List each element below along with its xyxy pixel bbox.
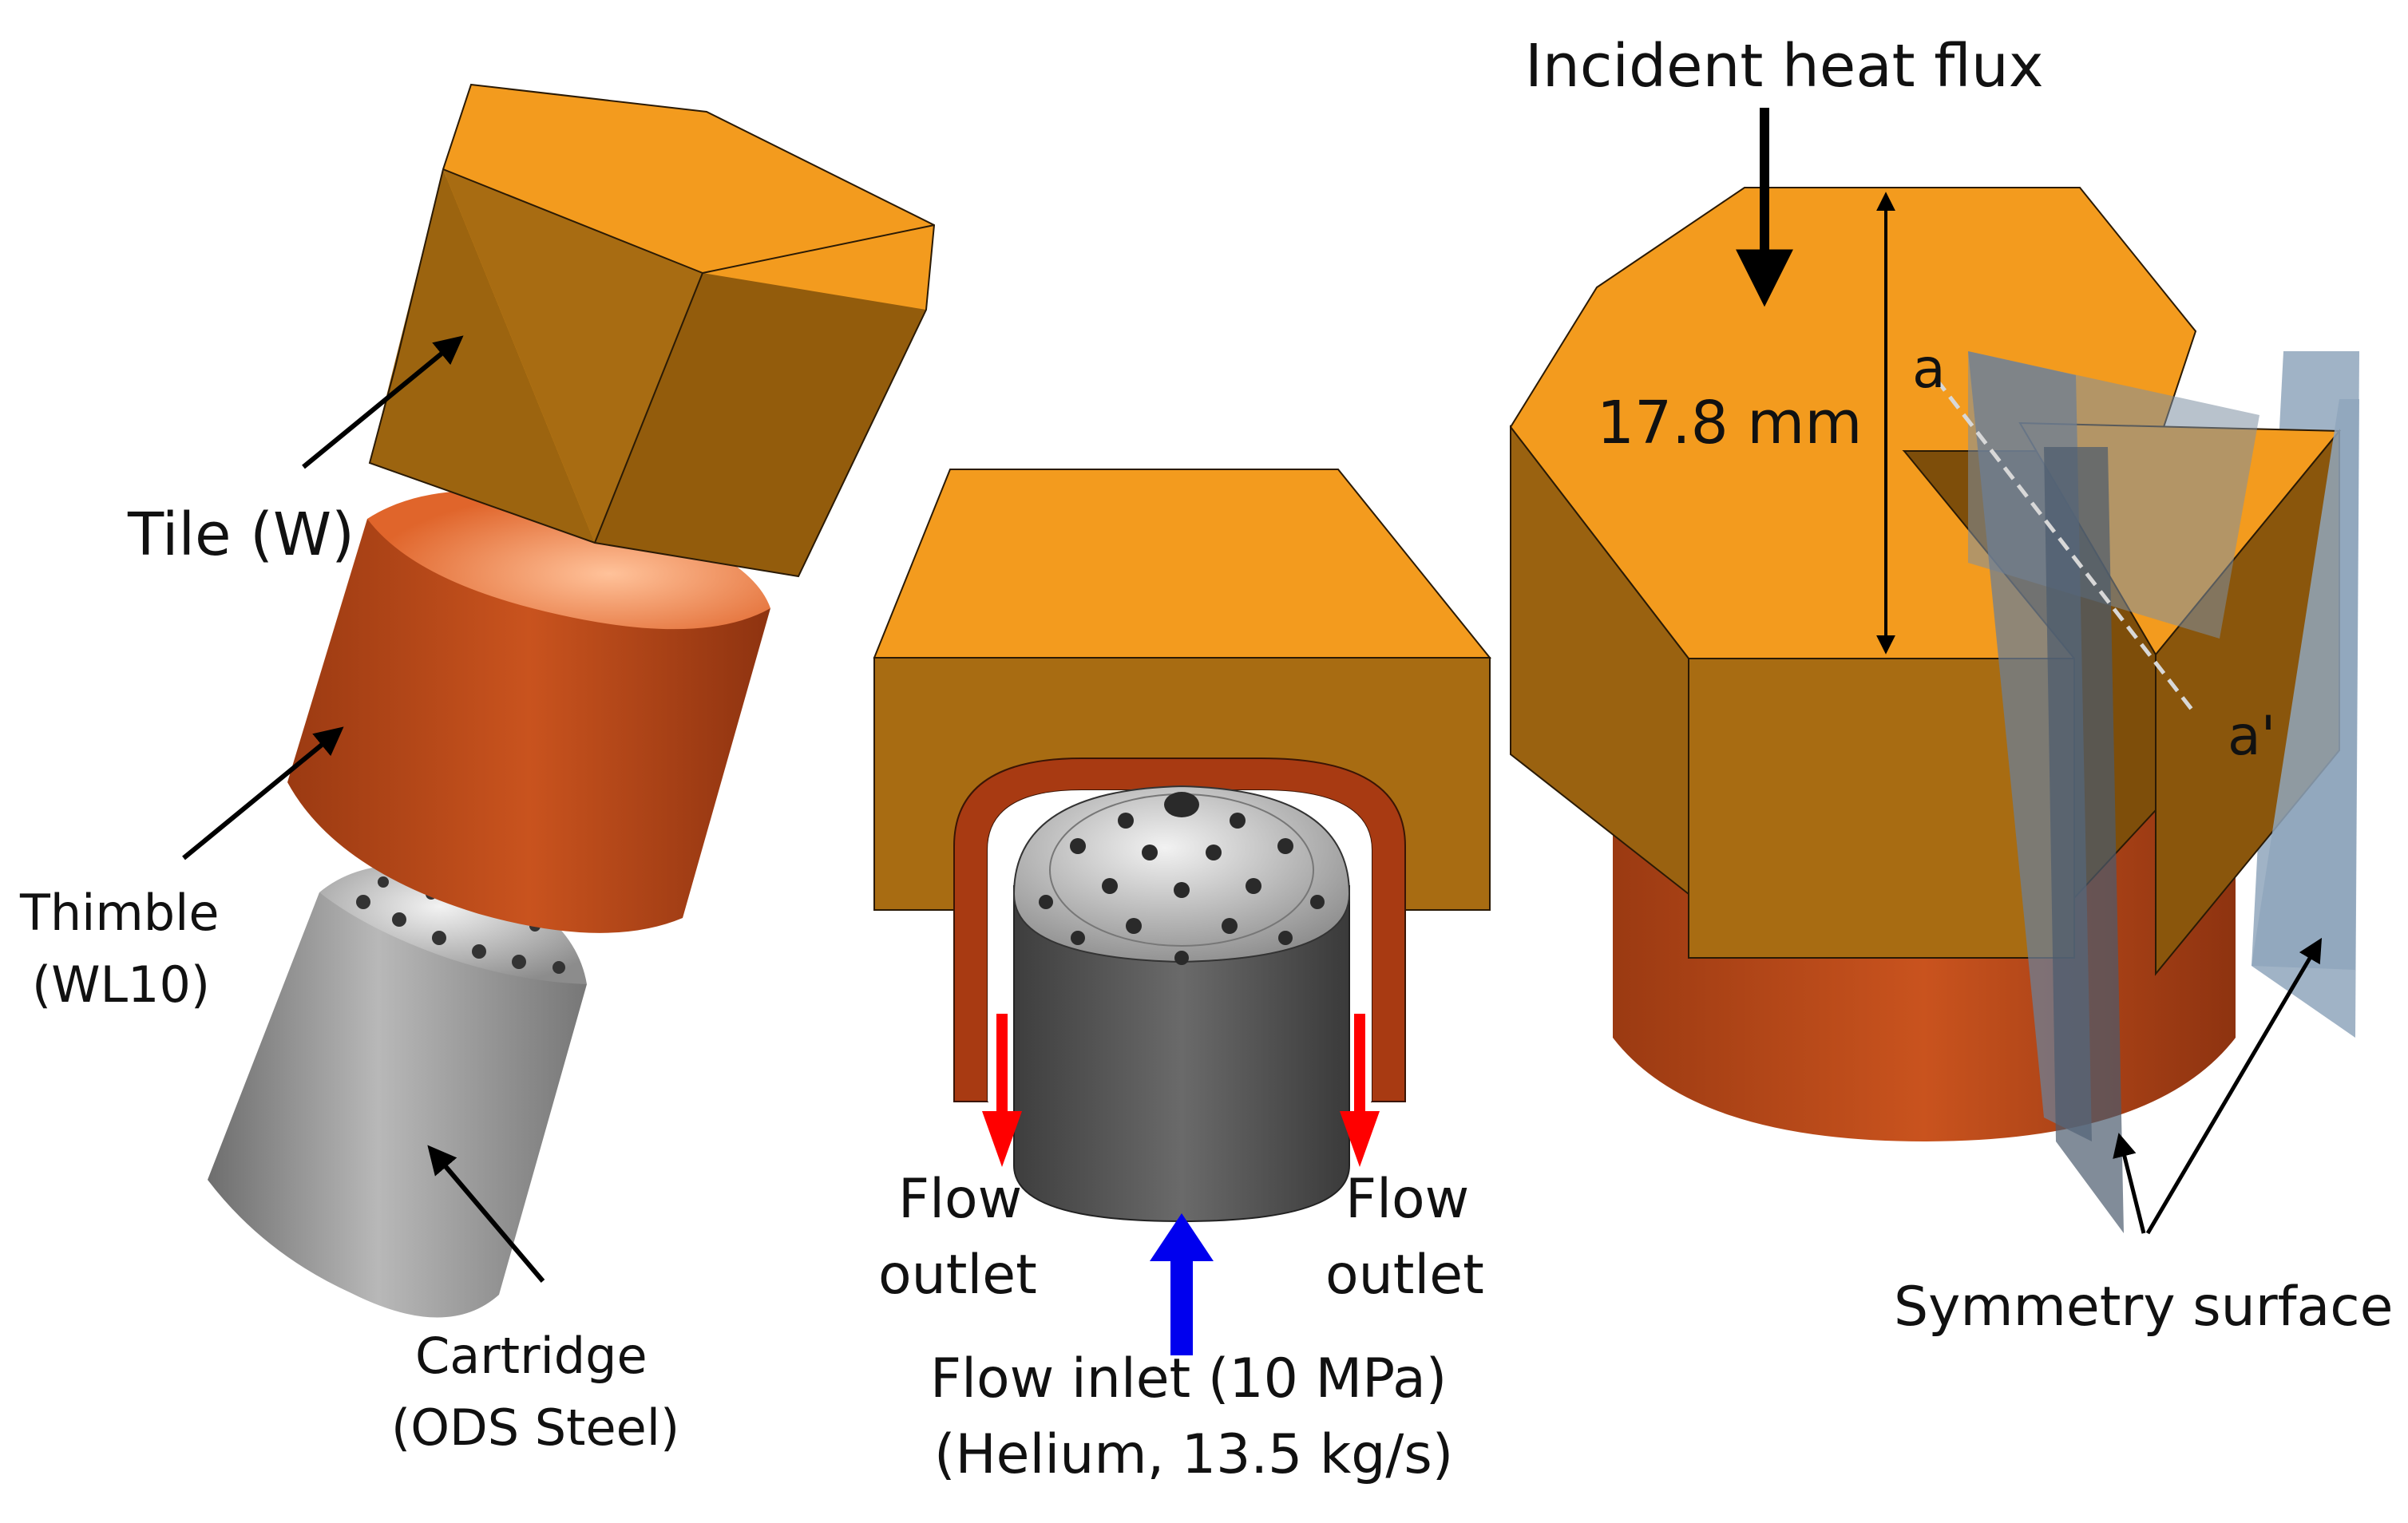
section-label-a-prime: a'	[2228, 705, 2275, 768]
inlet-arrow	[1150, 1213, 1214, 1355]
cartridge-part	[208, 864, 587, 1318]
section-cartridge-dome	[1012, 785, 1351, 963]
thimble-part	[287, 490, 770, 933]
tile-pointer-arrow	[302, 335, 464, 469]
thimble-label-line1: Thimble	[19, 884, 220, 942]
dimension-label: 17.8 mm	[1597, 389, 1862, 457]
thimble-label-line2: (WL10)	[32, 955, 210, 1014]
cartridge-label-line2: (ODS Steel)	[391, 1398, 679, 1457]
outlet-left-line2: outlet	[878, 1244, 1037, 1307]
heat-flux-label: Incident heat flux	[1525, 32, 2044, 101]
right-panel: Incident heat flux 17.8 mm a a' Symmetry…	[1509, 32, 2394, 1339]
symmetry-plane-right	[2252, 399, 2359, 1038]
tile-part	[368, 83, 936, 578]
symmetry-pointer-arrow-2	[2145, 937, 2323, 1235]
cartridge-label-line1: Cartridge	[415, 1327, 648, 1385]
symmetry-plane-front	[2044, 447, 2124, 1233]
left-panel: Tile (W) Thimble (WL10) Cartridge (ODS S…	[19, 83, 936, 1457]
section-tile-top	[873, 469, 1492, 659]
section-line-a	[1935, 378, 2197, 716]
section-cartridge-holes	[1039, 792, 1325, 965]
tile-label: Tile (W)	[127, 500, 354, 569]
thimble-pointer-arrow	[182, 726, 344, 860]
middle-panel: Flow outlet Flow outlet Flow inlet (10 M…	[873, 469, 1492, 1486]
section-label-a: a	[1912, 338, 1946, 401]
outlet-right-line2: outlet	[1325, 1244, 1484, 1307]
outlet-right-line1: Flow	[1345, 1168, 1469, 1231]
inlet-label-line1: Flow inlet (10 MPa)	[930, 1347, 1447, 1410]
inlet-label-line2: (Helium, 13.5 kg/s)	[934, 1423, 1453, 1486]
outlet-arrow-left	[982, 1014, 1022, 1167]
outlet-left-line1: Flow	[898, 1168, 1022, 1231]
cartridge-pointer-arrow	[427, 1145, 545, 1283]
outlet-arrow-right	[1340, 1014, 1380, 1167]
symmetry-label: Symmetry surface	[1894, 1276, 2394, 1339]
symmetry-pointer-arrow-1	[2113, 1133, 2146, 1234]
